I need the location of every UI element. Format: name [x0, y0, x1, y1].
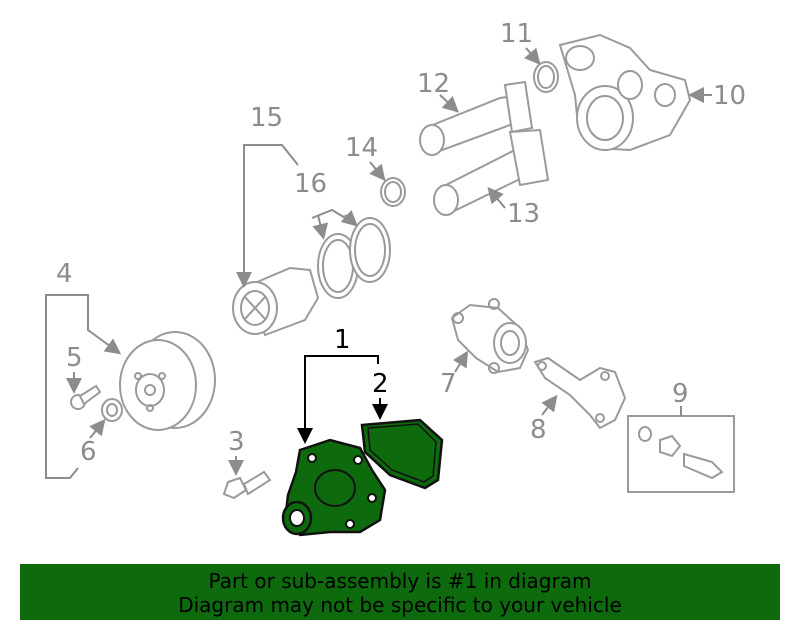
callout-15: 15	[250, 103, 283, 133]
leader-13	[487, 186, 506, 209]
leader-1-bracket	[342, 355, 379, 364]
callout-12: 12	[417, 69, 450, 99]
coolant-pipe-part-12	[419, 80, 534, 156]
thermostat-housing-part-10	[558, 33, 692, 152]
callout-6: 6	[80, 437, 97, 467]
seal-inner-b	[354, 223, 386, 277]
leader-6	[89, 418, 106, 439]
leader-8	[541, 394, 558, 416]
bolt-part-5	[70, 384, 102, 410]
bolt-part-3	[222, 470, 272, 500]
leader-4	[65, 294, 122, 355]
gasket-part-2	[360, 418, 444, 490]
pulley-part-4	[119, 331, 216, 431]
kit-bolt	[683, 452, 724, 480]
callout-1: 1	[334, 325, 351, 355]
info-banner: Part or sub-assembly is #1 in diagram Di…	[20, 564, 780, 620]
leader-16a	[312, 214, 329, 240]
housing-part-7	[450, 298, 530, 374]
leader-1	[297, 355, 342, 444]
leader-11	[524, 47, 541, 66]
thermostat-part-15	[232, 266, 320, 337]
seal-part-16b	[349, 217, 391, 283]
kit-oring	[638, 426, 652, 442]
washer-inner	[106, 403, 118, 417]
ring-inner	[384, 181, 402, 203]
gasket-inner-line	[367, 423, 437, 483]
bracket-part-8	[533, 356, 627, 430]
leader-7	[452, 350, 469, 373]
o-ring-inner	[537, 65, 555, 89]
coolant-pipe-part-13	[433, 128, 550, 216]
washer-part-6	[101, 398, 123, 422]
callout-10: 10	[713, 81, 746, 111]
parts-diagram: 10 11 12 13 14 16 15	[45, 19, 746, 537]
banner-line-2: Diagram may not be specific to your vehi…	[178, 593, 622, 617]
leader-16b	[340, 210, 358, 227]
callout-4: 4	[56, 259, 73, 289]
callout-11: 11	[500, 19, 533, 49]
callout-7: 7	[440, 369, 457, 399]
callout-3: 3	[228, 427, 245, 457]
banner-line-1: Part or sub-assembly is #1 in diagram	[208, 569, 592, 593]
leader-4-bracket	[45, 294, 79, 479]
leader-15	[243, 144, 299, 285]
callout-8: 8	[530, 415, 547, 445]
callout-13: 13	[507, 199, 540, 229]
callout-2: 2	[372, 369, 389, 399]
water-pump-part-1	[281, 438, 387, 537]
callout-14: 14	[345, 133, 378, 163]
leader-14	[369, 161, 386, 182]
callout-9: 9	[672, 379, 689, 409]
callout-16: 16	[294, 169, 327, 199]
leader-12	[439, 94, 459, 113]
kit-fitting	[659, 434, 682, 458]
callout-5: 5	[66, 343, 83, 373]
